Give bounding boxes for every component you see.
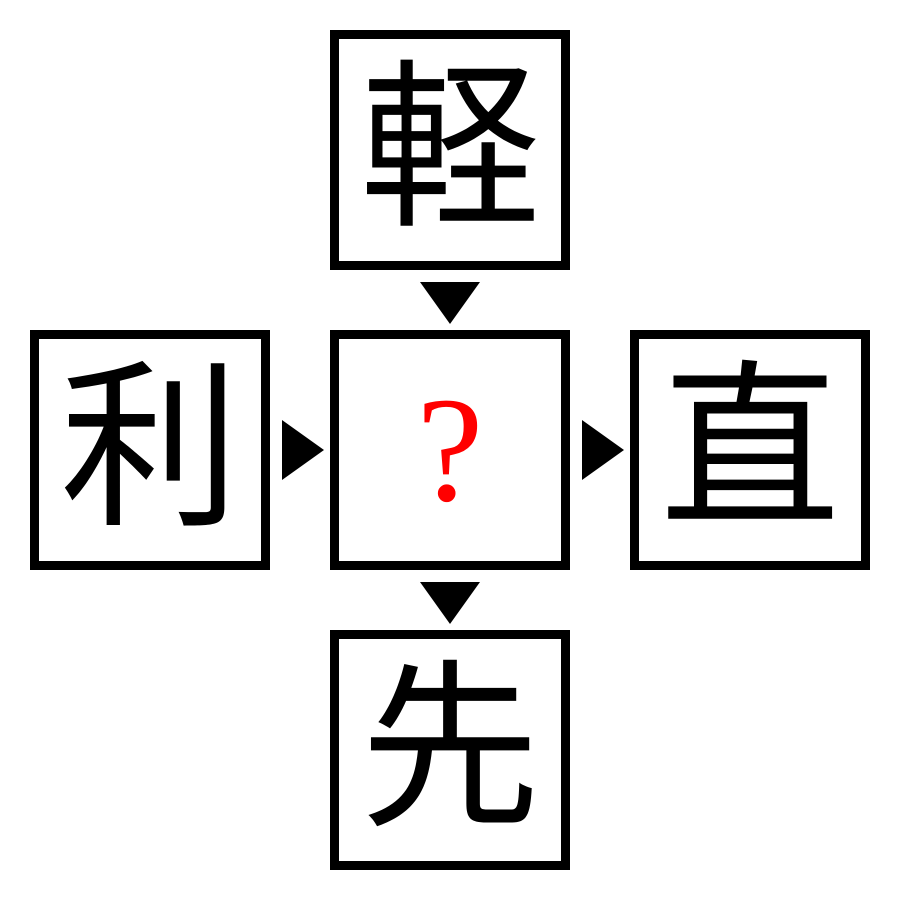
- cell-right: 直: [630, 330, 870, 570]
- cell-bottom: 先: [330, 630, 570, 870]
- arrow-down-icon: [420, 582, 480, 624]
- cell-top: 軽: [330, 30, 570, 270]
- kanji-left: 利: [59, 345, 240, 554]
- arrow-down-icon: [420, 282, 480, 324]
- arrow-right-icon: [282, 420, 324, 480]
- kanji-top: 軽: [359, 45, 540, 254]
- kanji-bottom: 先: [359, 645, 540, 854]
- cell-left: 利: [30, 330, 270, 570]
- arrow-right-icon: [582, 420, 624, 480]
- cell-center-answer[interactable]: ?: [330, 330, 570, 570]
- kanji-right: 直: [659, 345, 840, 554]
- question-mark: ?: [416, 367, 484, 533]
